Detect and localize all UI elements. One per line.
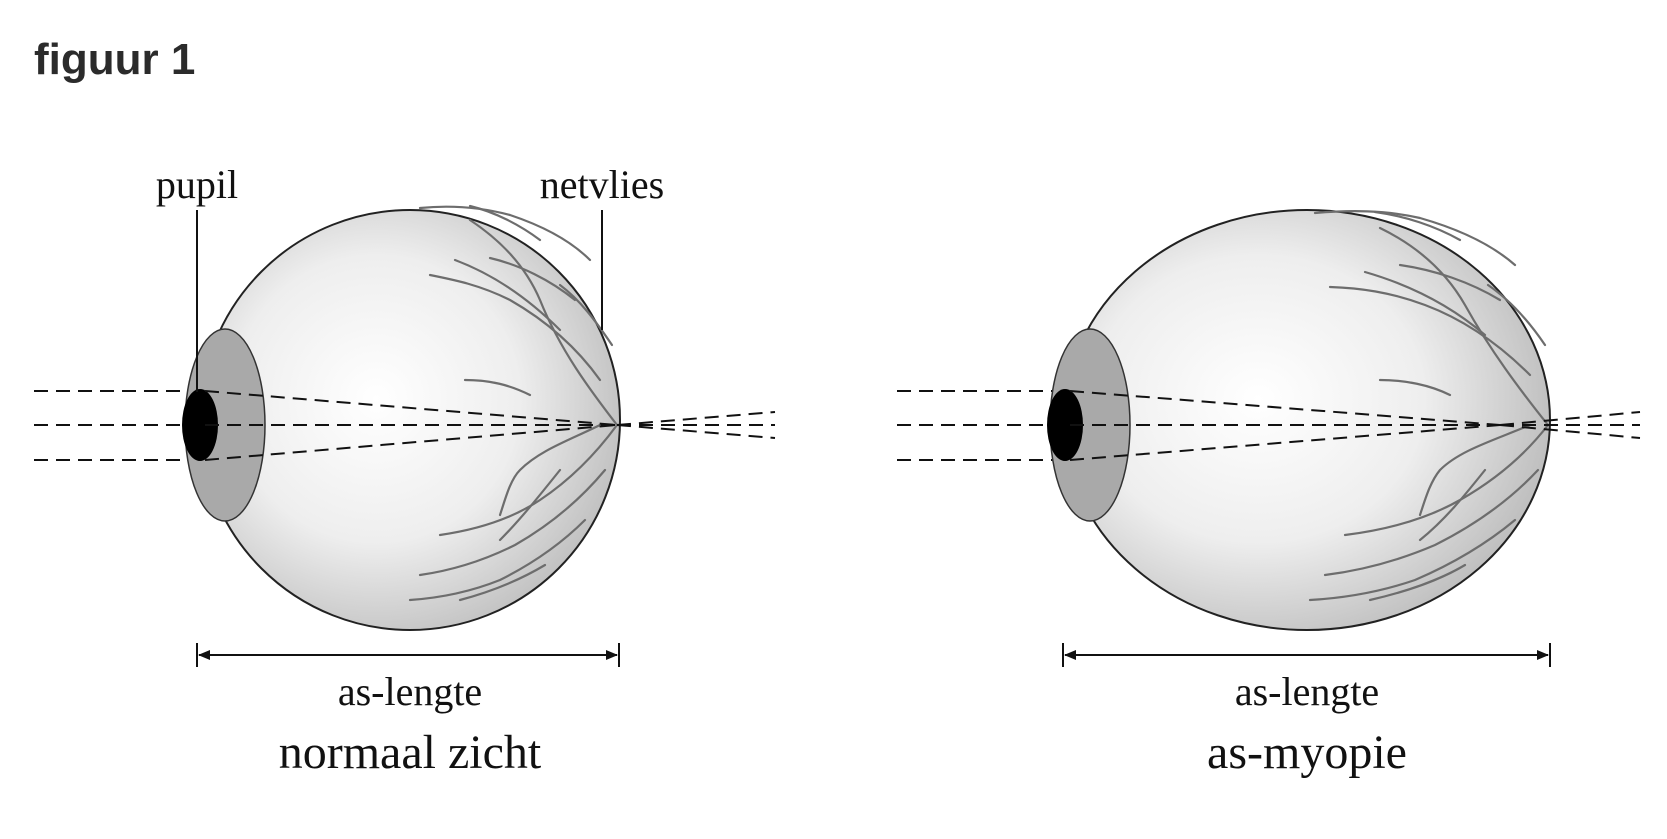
refracted-rays-myopia <box>1069 390 1641 461</box>
retina-veins-myopia <box>1308 210 1550 602</box>
retina-label: netvlies <box>540 162 664 207</box>
axis-length-arrow-normal <box>196 643 620 667</box>
axis-length-label-myopia: as-lengte <box>1235 669 1379 714</box>
panel-normal-vision: pupil netvlies as-lengte normaal zicht <box>34 162 776 779</box>
axis-length-label-normal: as-lengte <box>338 669 482 714</box>
incoming-rays-normal <box>34 390 190 461</box>
refracted-rays-normal <box>204 390 776 461</box>
caption-normal-vision: normaal zicht <box>279 726 542 779</box>
eyeball-myopia <box>1063 209 1551 631</box>
figure-title: figuur 1 <box>34 35 196 84</box>
panel-axial-myopia: as-lengte as-myopie <box>897 209 1641 779</box>
pupil-myopia <box>1047 389 1083 461</box>
pupil-label: pupil <box>156 162 238 207</box>
axis-length-arrow-myopia <box>1062 643 1551 667</box>
pupil-normal <box>182 389 218 461</box>
retina-veins-normal <box>408 204 619 602</box>
caption-axial-myopia: as-myopie <box>1207 726 1407 779</box>
incoming-rays-myopia <box>897 390 1055 461</box>
